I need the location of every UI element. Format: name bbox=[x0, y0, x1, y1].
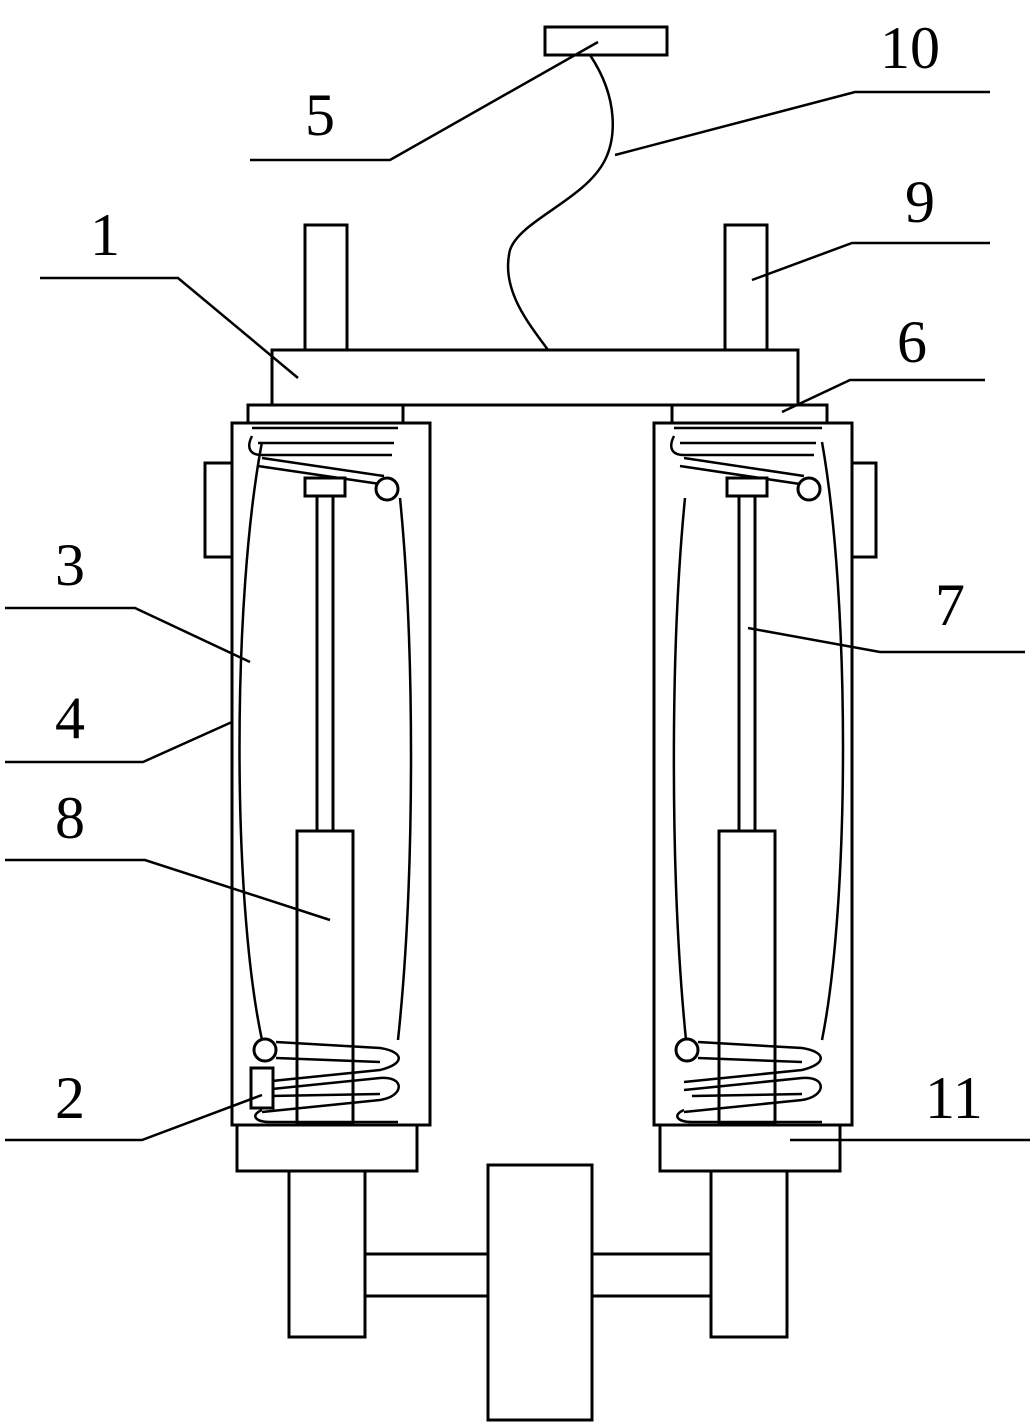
base-right-11 bbox=[658, 1123, 842, 1173]
cable-10 bbox=[506, 54, 614, 351]
cylinder-left-8 bbox=[295, 829, 355, 1126]
top-coils-left bbox=[248, 426, 398, 486]
pivot-top-left bbox=[374, 476, 400, 502]
bottom-coils-left bbox=[254, 1040, 400, 1124]
leader-7 bbox=[747, 626, 1025, 654]
leader-4 bbox=[5, 720, 233, 764]
rod-cap-left bbox=[303, 476, 347, 498]
plate-right-6 bbox=[670, 403, 829, 425]
label-8: 8 bbox=[55, 785, 85, 851]
sensor-5 bbox=[543, 25, 669, 57]
post-right-9 bbox=[723, 223, 769, 353]
leader-1 bbox=[40, 276, 299, 379]
leader-8 bbox=[5, 858, 331, 922]
label-7: 7 bbox=[935, 572, 965, 638]
barrel-spring-right-right-edge bbox=[820, 441, 845, 1041]
top-beam-1 bbox=[270, 348, 800, 407]
side-clip-left bbox=[203, 461, 235, 559]
bottom-coils-right bbox=[676, 1040, 822, 1124]
leg-left bbox=[287, 1169, 367, 1339]
rod-left bbox=[315, 494, 335, 833]
label-9: 9 bbox=[905, 169, 935, 235]
left-housing-group bbox=[230, 421, 432, 1127]
leader-6 bbox=[781, 378, 985, 414]
label-11: 11 bbox=[925, 1065, 983, 1131]
right-housing-group bbox=[652, 421, 854, 1127]
label-10: 10 bbox=[880, 15, 940, 81]
sensor-left-2 bbox=[249, 1066, 275, 1110]
pivot-bottom-right bbox=[674, 1037, 700, 1063]
post-left bbox=[303, 223, 349, 353]
center-wheel bbox=[486, 1163, 594, 1422]
barrel-spring-left-right-edge bbox=[396, 497, 413, 1041]
leader-5 bbox=[250, 40, 599, 162]
pivot-top-right bbox=[796, 476, 822, 502]
barrel-spring-right-left-edge bbox=[672, 497, 688, 1041]
leader-3 bbox=[5, 606, 251, 664]
base-left bbox=[235, 1123, 419, 1173]
plate-left bbox=[246, 403, 405, 425]
label-6: 6 bbox=[897, 309, 927, 375]
cylinder-right bbox=[717, 829, 777, 1126]
barrel-spring-left-3 bbox=[238, 441, 264, 1041]
leg-right bbox=[709, 1169, 789, 1339]
leader-lines bbox=[5, 40, 1030, 1142]
leader-10 bbox=[614, 90, 990, 157]
pivot-bottom-left bbox=[252, 1037, 278, 1063]
axle-left bbox=[363, 1252, 490, 1298]
leader-9 bbox=[751, 241, 990, 282]
label-1: 1 bbox=[90, 202, 120, 268]
label-4: 4 bbox=[55, 685, 85, 751]
top-coils-right bbox=[670, 426, 822, 486]
axle-right bbox=[590, 1252, 713, 1298]
label-5: 5 bbox=[305, 82, 335, 148]
leader-2 bbox=[5, 1093, 263, 1142]
label-3: 3 bbox=[55, 532, 85, 598]
rod-cap-right bbox=[725, 476, 769, 498]
rod-right-7 bbox=[737, 494, 757, 833]
label-2: 2 bbox=[55, 1065, 85, 1131]
